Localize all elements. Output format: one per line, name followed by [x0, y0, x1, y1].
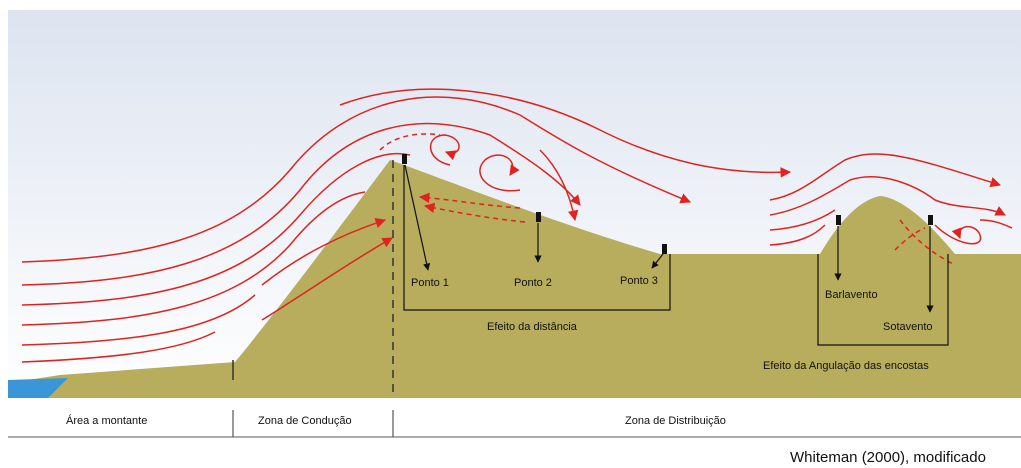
right-vortex — [934, 224, 982, 245]
right-streamline-4 — [769, 224, 826, 246]
sensor-ponto1 — [402, 154, 407, 164]
label-efeito-angulacao: Efeito da Angulação das encostas — [763, 360, 929, 372]
right-streamline-3 — [769, 209, 836, 231]
label-ponto1: Ponto 1 — [411, 277, 449, 289]
streamline-4 — [21, 191, 366, 326]
right-streamline-end — [979, 219, 1013, 229]
streamline-upper — [339, 88, 792, 178]
vortex-2 — [479, 154, 521, 192]
right-backflow-2 — [894, 227, 926, 251]
right-hill — [820, 196, 955, 254]
terrain — [8, 160, 1021, 398]
sensor-ponto2 — [536, 212, 541, 222]
label-ponto3: Ponto 3 — [620, 275, 658, 287]
vortex-1 — [429, 134, 460, 166]
streamline-1 — [21, 96, 691, 263]
right-backflow-1 — [899, 219, 956, 266]
instruments — [402, 154, 933, 254]
streamline-5 — [21, 294, 256, 346]
streamline-descending — [539, 149, 579, 222]
streamline-slope-1 — [261, 218, 386, 286]
measurement-arrows — [403, 164, 949, 346]
right-streamline-2 — [769, 176, 1006, 216]
label-barlavento: Barlavento — [825, 289, 878, 301]
right-streamline-1 — [769, 153, 1002, 201]
backflow-2 — [423, 202, 526, 223]
wind-streamlines — [21, 88, 1013, 363]
backflow-3 — [379, 133, 441, 151]
streamline-3 — [21, 153, 411, 306]
label-efeito-distancia: Efeito da distância — [487, 321, 578, 333]
source-credit: Whiteman (2000), modificado — [790, 449, 986, 466]
bracket-angulacao — [817, 254, 949, 346]
label-sotavento: Sotavento — [883, 321, 933, 333]
bracket-distancia — [403, 165, 671, 311]
arrow-ponto3 — [651, 253, 664, 269]
streamline-slope-2 — [261, 237, 393, 321]
streamline-6 — [21, 331, 216, 363]
label-ponto2: Ponto 2 — [514, 277, 552, 289]
zone-distribuicao: Zona de Distribuição — [625, 415, 726, 427]
backflow-1 — [418, 192, 521, 209]
arrow-ponto1 — [404, 164, 431, 271]
water-body — [8, 378, 68, 398]
sensor-ponto3 — [662, 244, 667, 254]
streamline-2 — [21, 122, 581, 286]
sensor-sotavento — [928, 215, 933, 225]
zone-area-montante: Área a montante — [66, 414, 147, 427]
zone-conducao: Zona de Condução — [258, 415, 352, 427]
sensor-barlavento — [836, 215, 841, 225]
